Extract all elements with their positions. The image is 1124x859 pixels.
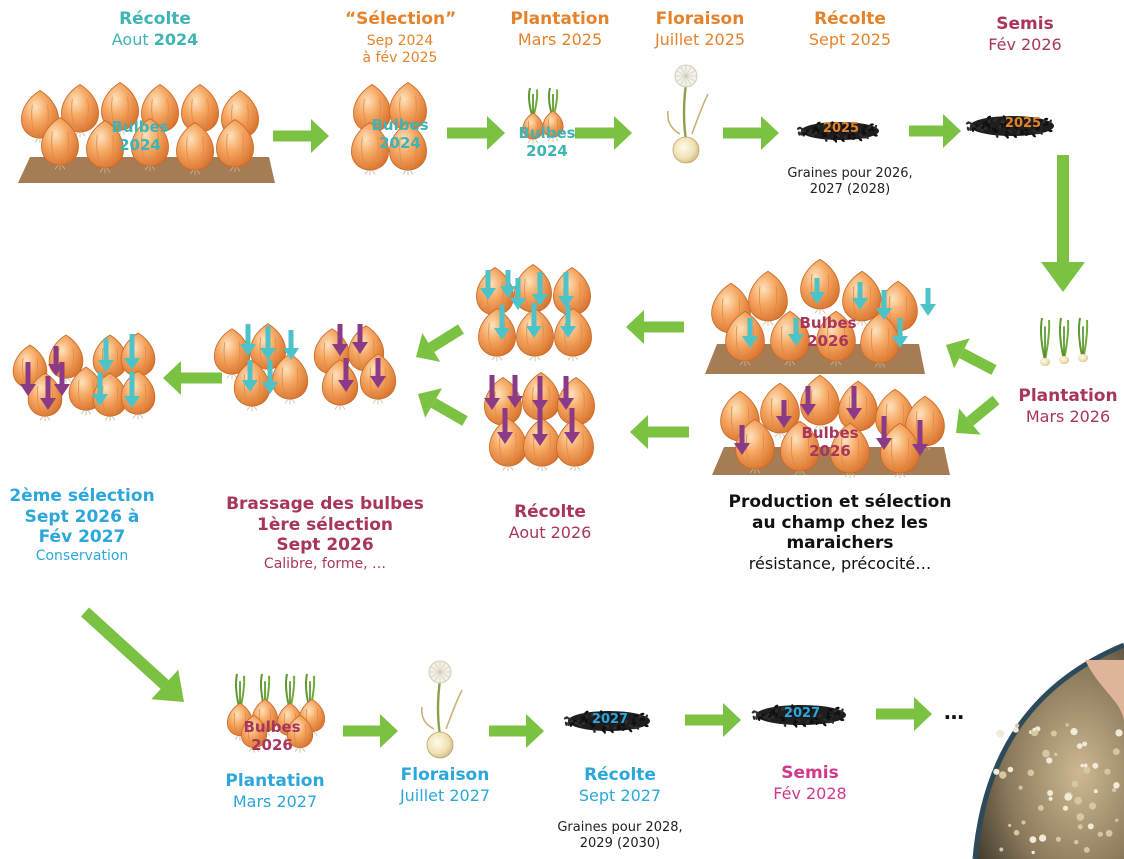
flowering-plant-2025 <box>668 65 708 163</box>
step-title: Plantation <box>500 9 620 30</box>
arrow-17 <box>685 703 741 737</box>
seed-caption-2028: Graines pour 2028, 2029 (2030) <box>530 820 710 852</box>
arrow-16 <box>489 714 544 748</box>
small-bulb <box>1059 356 1069 364</box>
seed-label-2025-a: 2025 <box>816 121 866 136</box>
arrow-8 <box>945 387 1007 446</box>
step-date-line2: à fév 2025 <box>345 50 455 67</box>
step-brassage: Brassage des bulbes 1ère sélection Sept … <box>225 494 425 573</box>
small-bulb <box>1078 354 1088 362</box>
step-plantation-2026: Plantation Mars 2026 <box>1012 386 1124 426</box>
arrow-12 <box>410 379 474 435</box>
step-semis-2028: Semis Fév 2028 <box>760 763 860 803</box>
arrow-14 <box>72 597 198 717</box>
step-date-line1: Sep 2024 <box>345 33 455 50</box>
step-title: Plantation <box>215 771 335 792</box>
step-date: Juillet 2027 <box>380 786 510 806</box>
step-floraison-2027: Floraison Juillet 2027 <box>380 765 510 805</box>
step-plantation-2025: Plantation Mars 2025 <box>500 9 620 49</box>
step-production-selection: Production et sélection au champ chez le… <box>700 492 980 574</box>
onion-2nd-cyan <box>121 371 155 419</box>
step-title: Floraison <box>380 765 510 786</box>
step-recolte-2024: Récolte Aout 2024 <box>110 9 200 49</box>
step-title: Récolte <box>560 765 680 786</box>
step-selection-2024: “Sélection” Sep 2024 à fév 2025 <box>345 9 455 67</box>
step-date: Mars 2027 <box>215 792 335 812</box>
sprouts-plantation-2027 <box>236 674 314 710</box>
seed-label-2027-b: 2027 <box>777 706 827 721</box>
step-recolte-2026: Récolte Aout 2026 <box>490 502 610 542</box>
onion-recolte-purple <box>556 419 593 472</box>
seed-head-photo <box>975 645 1124 859</box>
bulbes-2026-overlay-field-bottom: Bulbes2026 <box>780 424 880 460</box>
step-title: Semis <box>760 763 860 784</box>
small-bulb <box>1040 358 1050 366</box>
step-title: Floraison <box>640 9 760 30</box>
step-recolte-2025: Récolte Sept 2025 <box>795 9 905 49</box>
arrow-cyan-field <box>920 288 936 316</box>
step-date: Sept 2027 <box>560 786 680 806</box>
seed-caption-2026: Graines pour 2026, 2027 (2028) <box>760 166 940 198</box>
seed-label-2025-b: 2025 <box>998 116 1048 131</box>
step-plantation-2027: Plantation Mars 2027 <box>215 771 335 811</box>
arrow-1 <box>273 119 329 153</box>
step-title: “Sélection” <box>345 9 455 30</box>
step-title: Semis <box>975 14 1075 35</box>
step-date: Juillet 2025 <box>640 30 760 50</box>
step-date: Mars 2026 <box>1012 407 1124 427</box>
arrow-10 <box>630 415 689 449</box>
onions-layer <box>13 65 1124 859</box>
step-date: Fév 2028 <box>760 784 860 804</box>
arrow-13 <box>163 361 222 395</box>
step-date: Sept 2025 <box>795 30 905 50</box>
step-recolte-2027: Récolte Sept 2027 <box>560 765 680 805</box>
step-date: Aout 2026 <box>490 523 610 543</box>
arrow-7 <box>938 330 1002 385</box>
arrow-9 <box>626 310 684 344</box>
step-date: Fév 2026 <box>975 35 1075 55</box>
sprouts-plantation-2026 <box>1041 318 1087 360</box>
continuation-ellipsis: … <box>944 700 964 724</box>
step-title: Plantation <box>1012 386 1124 407</box>
onion-recolte-purple <box>489 419 526 472</box>
flowering-plant-2027 <box>422 661 462 758</box>
arrow-11 <box>407 315 470 372</box>
step-date: Mars 2025 <box>500 30 620 50</box>
arrow-5 <box>909 114 961 148</box>
seed-label-2027-a: 2027 <box>585 712 635 727</box>
arrow-4 <box>723 116 779 150</box>
step-title: Récolte <box>795 9 905 30</box>
step-floraison-2025: Floraison Juillet 2025 <box>640 9 760 49</box>
step-second-selection: 2ème sélection Sept 2026 à Fév 2027 Cons… <box>2 486 162 565</box>
arrow-18 <box>876 697 932 731</box>
step-title: Récolte <box>490 502 610 523</box>
bulbes-2024-overlay-2: Bulbes2024 <box>350 116 450 152</box>
step-date: Aout 2024 <box>110 30 200 50</box>
onion-field-top <box>801 259 840 314</box>
step-semis-2026: Semis Fév 2026 <box>975 14 1075 54</box>
arrow-6 <box>1041 155 1085 292</box>
onion-recolte-cyan <box>554 309 591 362</box>
step-title: Récolte <box>110 9 200 30</box>
onion-recolte-cyan <box>478 309 515 362</box>
arrow-15 <box>343 714 398 748</box>
